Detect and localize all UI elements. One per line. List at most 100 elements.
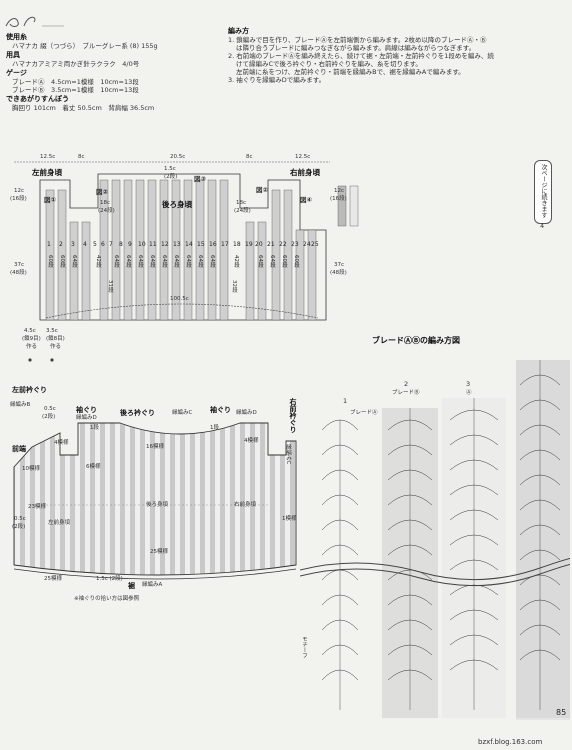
strip-count: 64段 xyxy=(197,255,203,268)
strip-number: 2 xyxy=(59,241,63,248)
gauge-note-a: (鎖9目) xyxy=(22,336,41,342)
strip-number: 13 xyxy=(173,241,181,248)
border-c2-label: 縁編みC xyxy=(285,444,291,465)
strip-number: 23 xyxy=(291,241,299,248)
chart-col-3: 3 xyxy=(466,380,471,388)
strip-count: 64段 xyxy=(209,255,215,268)
stitch-chart xyxy=(300,360,570,720)
strip-number: 1 xyxy=(47,241,51,248)
strip-number: 20 xyxy=(255,241,263,248)
yarn-text: ハマナカ 綴（つづら） ブルーグレー系 (8) 155g xyxy=(12,42,158,50)
page-logo xyxy=(4,12,66,34)
dim-12-5-right: 12.5c xyxy=(295,154,311,160)
border-b-label: 縁編みB xyxy=(10,402,31,408)
zu2a-label: 図② xyxy=(96,188,109,196)
m6-label: 6模様 xyxy=(86,464,101,470)
steps-section: 編み方 1. 鎖編みで目を作り、ブレードⒶを左前端側から編みます。2枚め以降のブ… xyxy=(228,26,548,84)
armhole-note: ※袖ぐりの拾い方は図参照 xyxy=(74,596,140,602)
border-a-label: 縁編みA xyxy=(142,582,163,588)
panel-schematic xyxy=(14,161,359,362)
dim-1-5c: 1.5c xyxy=(164,166,176,172)
chart-col-2: 2 xyxy=(404,380,409,388)
gauge-b-text: ブレードⒷ 3.5cm=1模様 10cm=13段 xyxy=(12,86,139,94)
step1-line2: は隣り合うブレードに編みつなぎながら編みます。肩線は編みながらつなぎます。 xyxy=(236,44,476,52)
dim-37c-left: 37c xyxy=(14,262,25,268)
chart-title: ブレードⒶⒷの編み方図 xyxy=(372,336,460,345)
strip-number: 5 xyxy=(93,241,97,248)
dim-8-left: 8c xyxy=(78,154,85,160)
c05-top: 0.5c xyxy=(44,406,56,412)
strip-number: 3 xyxy=(71,241,75,248)
zu3-label: 図③ xyxy=(194,175,207,183)
dim-18c-left: 18c xyxy=(100,200,111,206)
step1-line1: 1. 鎖編みで目を作り、ブレードⒶを左前端側から編みます。2枚め以降のブレードⒶ… xyxy=(228,36,487,44)
size-text: 胸回り 101cm 着丈 50.5cm 背肩幅 36.5cm xyxy=(12,104,155,112)
left-front-neck-label: 左前衿ぐり xyxy=(12,386,47,394)
strip-count: 64段 xyxy=(113,255,119,268)
m23-label: 23模様 xyxy=(28,504,46,510)
yarn-heading: 使用糸 xyxy=(6,33,27,41)
armhole-left-label: 袖ぐり xyxy=(76,406,97,414)
strip-count: 60段 xyxy=(59,255,65,268)
dim-12-5-left: 12.5c xyxy=(40,154,56,160)
left-front-label: 左前身頃 xyxy=(32,168,62,177)
m4-right: 4模様 xyxy=(244,438,259,444)
m10-label: 10模様 xyxy=(22,466,40,472)
strip-number: 12 xyxy=(161,241,169,248)
dan2-bottom: (2段) xyxy=(12,524,26,530)
fan-stitch-motifs xyxy=(321,360,561,681)
dim-48dan-right: (48段) xyxy=(330,270,347,276)
right-front-label: 右前身頃 xyxy=(290,168,320,177)
dim-12c-left: 12c xyxy=(14,188,25,194)
p1-left: 1段 xyxy=(90,425,99,431)
dim-8-right: 8c xyxy=(246,154,253,160)
c05-bottom: 0.5c xyxy=(14,516,26,522)
p1-right: 1段 xyxy=(210,425,219,431)
m16-label: 16模様 xyxy=(146,444,164,450)
watermark: bzxf.blog.163.com xyxy=(478,738,543,746)
strip-number: 10 xyxy=(138,241,146,248)
strip-number: 6 xyxy=(101,241,105,248)
strip-number-row: 1 2 3 4 5 6 7 8 9 10 11 12 13 14 15 16 1… xyxy=(46,241,319,249)
page-number: 85 xyxy=(556,708,567,717)
tools-text: ハマナカアミアミ両かぎ針ラクラク 4/0号 xyxy=(12,60,140,68)
chart-blade-a: ブレードⒶ xyxy=(350,410,378,416)
logo-script-icon xyxy=(5,16,64,27)
strip-count: 64段 xyxy=(125,255,131,268)
strip-count: 42段 xyxy=(233,255,239,268)
dim-16dan-right: (16段) xyxy=(330,196,347,202)
armhole-right-label: 袖ぐり xyxy=(210,406,231,414)
strip-number: 21 xyxy=(267,241,275,248)
chart-side-label: モチーフ xyxy=(301,636,307,658)
strip-number: 18 xyxy=(233,241,241,248)
m25b-label: 25模様 xyxy=(44,576,62,582)
step2-line1: 2. 右前端のブレードⒶを編み終えたら、続けて裾・左前端・左前衿ぐりを1段めを編… xyxy=(228,52,494,60)
strip-count: 64段 xyxy=(185,255,191,268)
tools-heading: 用具 xyxy=(6,51,20,59)
dim-2dan: (2段) xyxy=(164,174,178,180)
strip-count-row: 60段 60段 64段 42段 64段 64段 64段 64段 64段 64段 … xyxy=(46,255,318,285)
strip-count: 64段 xyxy=(137,255,143,268)
right-front-body-label: 右前身頃 xyxy=(234,502,257,508)
zu4-label: 図④ xyxy=(300,196,313,204)
dim-4-5c: 4.5c xyxy=(24,328,36,334)
strip-count: 64段 xyxy=(149,255,155,268)
back-label: 後ろ身頃 xyxy=(162,200,192,209)
size-heading: できあがりすんぽう xyxy=(6,95,69,103)
dan-31-label: 31段 xyxy=(107,280,113,293)
strip-number: 19 xyxy=(245,241,253,248)
dim-12c-right: 12c xyxy=(334,188,345,194)
step2-line3: 左前端に糸をつけ、左前衿ぐり・前端を縁編みBで、裾を縁編みAで編みます。 xyxy=(236,68,465,76)
strip-number: 17 xyxy=(221,241,229,248)
front-edge-label: 前端 xyxy=(12,445,26,453)
border-d-right: 縁編みD xyxy=(236,410,257,416)
m1-label: 1模様 xyxy=(282,516,297,522)
dim-20-5: 20.5c xyxy=(170,154,186,160)
chart-col-4: 4 xyxy=(540,222,545,230)
gauge-note-b: (鎖8目) xyxy=(46,336,65,342)
make-a: 作る xyxy=(26,344,38,350)
strip-count: 64段 xyxy=(269,255,275,268)
strip-number: 8 xyxy=(119,241,123,248)
right-front-neck-label: 右前衿ぐり xyxy=(289,398,297,433)
m25-label: 25模様 xyxy=(150,549,168,555)
